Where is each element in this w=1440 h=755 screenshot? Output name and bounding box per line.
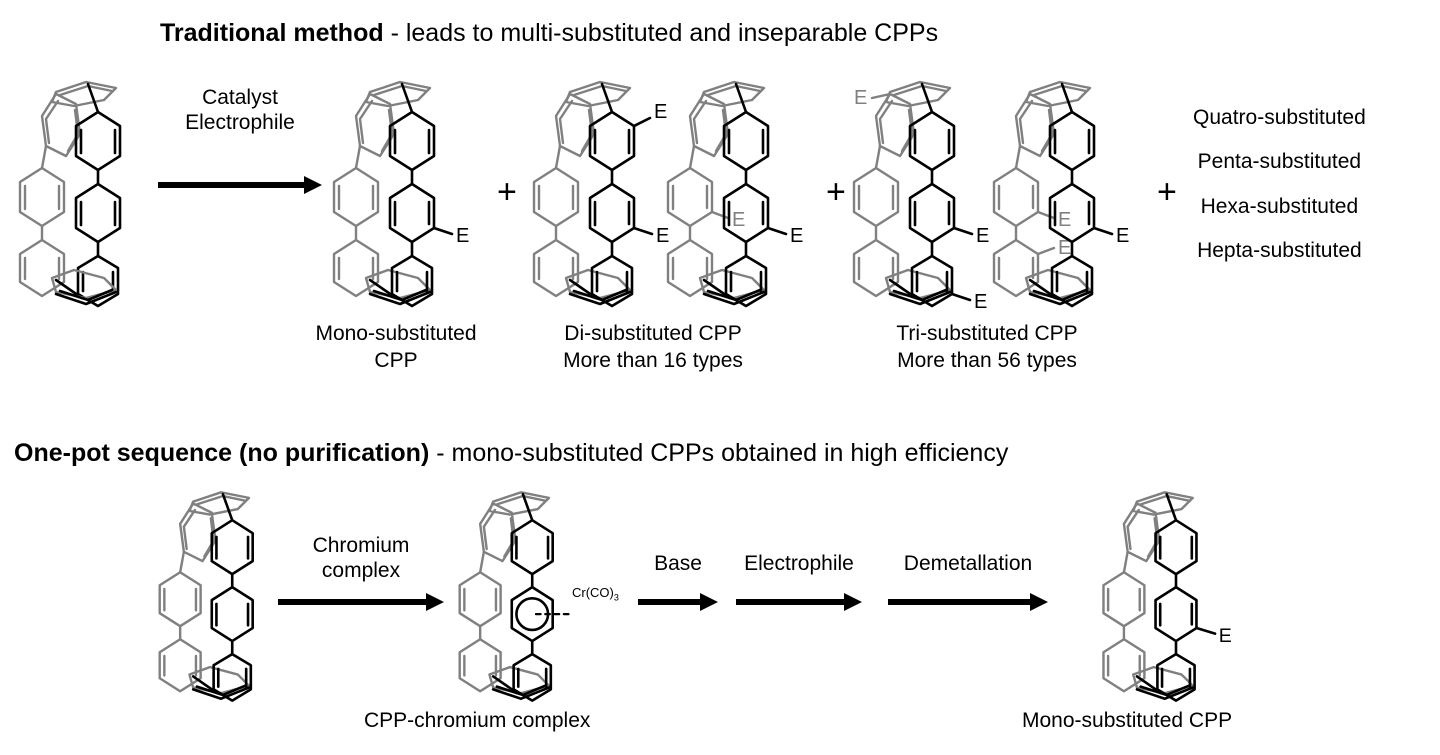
substituent-label-E: E: [654, 101, 667, 123]
cpp-chromium-svg: [458, 491, 571, 702]
substituent-label-E: E: [456, 225, 469, 247]
traditional-heading-bold: Traditional method: [160, 19, 384, 47]
cpp-mono-substituted-top: E: [326, 72, 486, 308]
substituent-label-E: E: [656, 225, 669, 247]
substituent-label-E: E: [1116, 225, 1129, 247]
arrow-label-chromium: Chromium complex: [313, 534, 410, 584]
substituent-label-E: E: [854, 87, 867, 109]
arrow-label-line1: Electrophile: [744, 552, 854, 575]
caption-mono-substituted: Mono-substituted CPP: [286, 320, 506, 375]
arrow-label-line1: Chromium: [312, 534, 410, 557]
caption-tri-substituted: Tri-substituted CPP More than 56 types: [862, 320, 1112, 375]
cpp-tri-substituted-b: E E: [986, 72, 1166, 308]
cpp-di-b-svg: E: [666, 80, 803, 308]
reaction-arrow-chromium: Chromium complex: [278, 534, 444, 616]
onepot-heading-bold: One-pot sequence (no purification): [14, 439, 430, 467]
arrow-label-line1: Base: [654, 552, 702, 575]
cpp-mono-final-svg: E: [1102, 491, 1232, 702]
caption-line-1: Tri-substituted CPP: [896, 322, 1078, 345]
arrow-label-base: Base: [654, 552, 702, 577]
list-item-quatro: Quatro-substituted: [1193, 106, 1366, 129]
caption-cpp-chromium-complex: CPP-chromium complex: [364, 709, 591, 732]
caption-line-1: Di-substituted CPP: [564, 322, 742, 345]
arrow-shaft-icon: [736, 593, 862, 611]
cpp-starting-material-bottom: [152, 483, 292, 702]
cpp-di-substituted-a: E E: [526, 72, 686, 308]
arrow-label-line2: Electrophile: [185, 110, 295, 134]
chromium-ligand-subscript: 3: [613, 592, 619, 603]
plus-sign-2: +: [826, 173, 846, 211]
caption-di-substituted: Di-substituted CPP More than 16 types: [528, 320, 778, 375]
cpp-di-substituted-b: E: [660, 72, 840, 308]
caption-mono-substituted-final: Mono-substituted CPP: [1022, 709, 1233, 732]
cpp-macrocycle-svg: [158, 491, 254, 702]
list-item-hepta: Hepta-substituted: [1197, 238, 1362, 262]
list-item-penta: Penta-substituted: [1197, 150, 1362, 174]
arrow-label-electrophile: Electrophile: [744, 552, 854, 577]
cpp-mono-substituted-final: E: [1096, 483, 1256, 702]
substituent-label-E: E: [1058, 237, 1071, 259]
caption-line-2: More than 56 types: [897, 349, 1077, 373]
arrow-label-line1: Catalyst: [202, 86, 278, 109]
arrow-label-line1: Demetallation: [903, 552, 1033, 575]
plus-sign-1: +: [497, 173, 517, 211]
substituent-label-E: E: [1058, 209, 1071, 231]
reaction-arrow-electrophile: Electrophile: [736, 552, 862, 616]
caption-line-2: More than 16 types: [563, 349, 743, 373]
cpp-chromium-complex-structure: [452, 483, 592, 702]
caption-line-2: CPP: [374, 349, 418, 373]
arrow-shaft-icon: [278, 593, 444, 611]
chromium-ligand-text: Cr(CO): [572, 585, 614, 600]
reaction-arrow-catalyst: Catalyst Electrophile: [158, 86, 322, 198]
onepot-heading-rest: - mono-substituted CPPs obtained in high…: [429, 439, 1009, 467]
cpp-tri-b-svg: E E: [992, 80, 1129, 308]
substituent-label-E: E: [732, 209, 745, 231]
further-substituted-list: Quatro-substituted Penta-substituted Hex…: [1193, 105, 1366, 264]
arrow-shaft-icon: [638, 593, 718, 611]
cpp-di-a-svg: E E: [532, 80, 669, 308]
arrow-label-catalyst: Catalyst Electrophile: [185, 86, 295, 136]
arrow-shaft-icon: [158, 176, 322, 194]
cpp-tri-a-svg: E: [852, 80, 989, 313]
reaction-arrow-demetallation: Demetallation: [888, 552, 1048, 616]
chromium-tricarbonyl-label: Cr(CO)3: [572, 585, 619, 603]
traditional-method-heading: Traditional method - leads to multi-subs…: [160, 19, 939, 48]
substituent-label-E: E: [1219, 625, 1232, 647]
one-pot-sequence-heading: One-pot sequence (no purification) - mon…: [14, 439, 1009, 468]
arrow-shaft-icon: [888, 593, 1048, 611]
plus-sign-3: +: [1157, 173, 1177, 211]
substituent-label-E: E: [974, 291, 987, 313]
substituent-label-E: E: [790, 225, 803, 247]
traditional-heading-rest: - leads to multi-substituted and insepar…: [383, 19, 939, 47]
list-item-hexa: Hexa-substituted: [1200, 194, 1359, 218]
cpp-mono-svg: E: [332, 80, 469, 308]
arrow-label-demetallation: Demetallation: [904, 552, 1032, 577]
arrow-label-line2: complex: [321, 558, 401, 582]
reaction-arrow-base: Base: [638, 552, 718, 616]
substituent-label-E: E: [976, 225, 989, 247]
cpp-tri-substituted-a: E: [846, 72, 1026, 313]
cpp-macrocycle-svg: [18, 80, 122, 308]
cpp-starting-material-top: [12, 72, 162, 308]
caption-line-1: Mono-substituted: [315, 322, 477, 345]
